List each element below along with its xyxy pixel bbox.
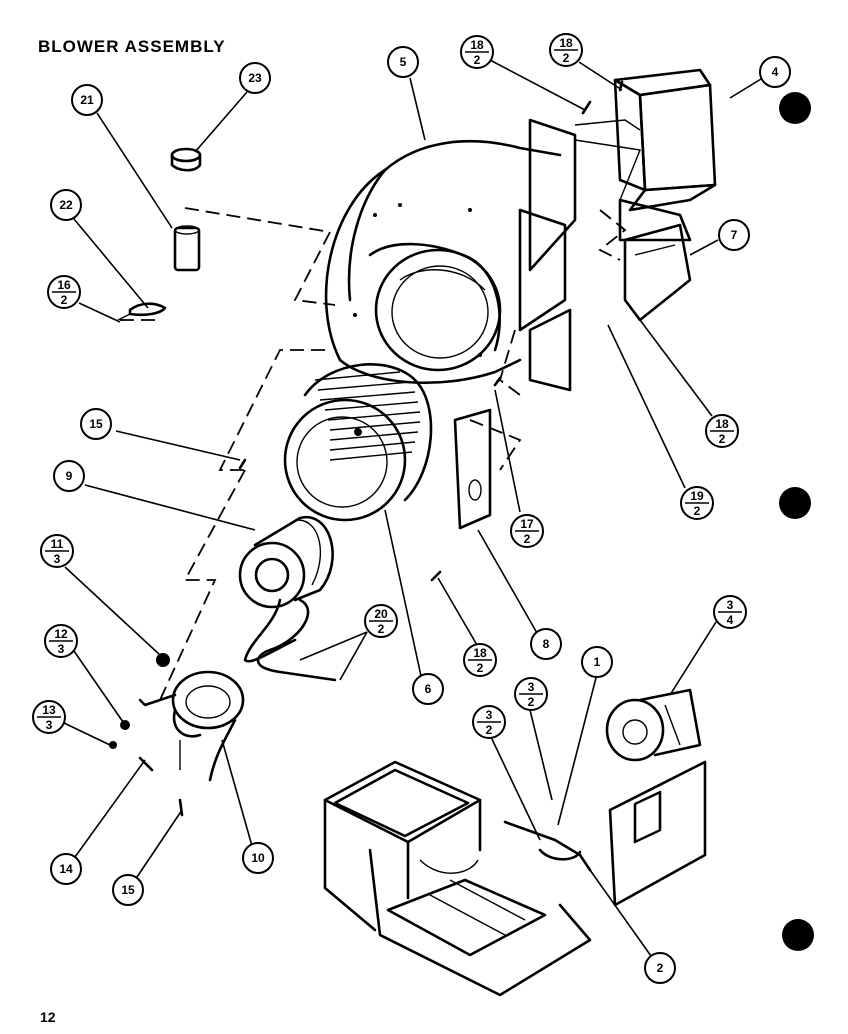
control-panel <box>503 760 707 907</box>
callout-17-2: 172 <box>510 514 544 548</box>
blower-wheel <box>283 363 433 522</box>
callout-23: 23 <box>239 62 271 94</box>
svg-text:2: 2 <box>474 53 481 67</box>
callout-22: 22 <box>50 189 82 221</box>
callout-1: 1 <box>581 646 613 678</box>
cabinet-base <box>323 760 592 997</box>
svg-text:18: 18 <box>715 417 729 431</box>
blower-motor <box>238 515 334 663</box>
callout-9: 9 <box>53 460 85 492</box>
svg-text:2: 2 <box>524 532 531 546</box>
svg-text:9: 9 <box>66 469 73 483</box>
svg-text:13: 13 <box>42 703 56 717</box>
svg-text:22: 22 <box>59 198 73 212</box>
callout-7: 7 <box>718 219 750 251</box>
callout-5: 5 <box>387 46 419 78</box>
callout-13-3: 133 <box>32 700 66 734</box>
callout-18-2-c: 182 <box>705 414 739 448</box>
svg-text:18: 18 <box>470 38 484 52</box>
callout-3-2-b: 32 <box>472 705 506 739</box>
binder-hole-middle <box>779 487 811 519</box>
callout-16-2: 162 <box>47 275 81 309</box>
callout-3-4: 34 <box>713 595 747 629</box>
callout-14: 14 <box>50 853 82 885</box>
page-number: 12 <box>40 1009 56 1025</box>
callout-3-2-a: 32 <box>514 677 548 711</box>
svg-text:3: 3 <box>54 552 61 566</box>
callout-20-2: 202 <box>364 604 398 638</box>
svg-text:2: 2 <box>61 293 68 307</box>
binder-hole-top <box>779 92 811 124</box>
svg-text:2: 2 <box>657 961 664 975</box>
svg-text:20: 20 <box>374 607 388 621</box>
callout-6: 6 <box>412 673 444 705</box>
blower-housing <box>324 140 562 385</box>
binder-hole-bottom <box>782 919 814 951</box>
svg-text:2: 2 <box>528 695 535 709</box>
capacitor-assembly <box>117 147 202 321</box>
svg-text:15: 15 <box>121 883 135 897</box>
callout-10: 10 <box>242 842 274 874</box>
callout-2: 2 <box>644 952 676 984</box>
small-blower <box>605 688 702 762</box>
svg-text:19: 19 <box>690 489 704 503</box>
svg-text:7: 7 <box>731 228 738 242</box>
svg-text:2: 2 <box>719 432 726 446</box>
svg-text:18: 18 <box>473 646 487 660</box>
svg-text:2: 2 <box>477 661 484 675</box>
svg-text:8: 8 <box>543 637 550 651</box>
callout-11-3: 113 <box>40 534 74 568</box>
motor-mount <box>138 670 245 782</box>
svg-text:3: 3 <box>727 598 734 612</box>
svg-text:15: 15 <box>89 417 103 431</box>
cutoff-plate <box>453 408 492 530</box>
callout-18-2-d: 182 <box>463 643 497 677</box>
svg-text:2: 2 <box>378 622 385 636</box>
svg-text:18: 18 <box>559 36 573 50</box>
svg-text:14: 14 <box>59 862 73 876</box>
svg-text:2: 2 <box>486 723 493 737</box>
svg-text:3: 3 <box>486 708 493 722</box>
side-bracket <box>623 223 692 322</box>
svg-text:12: 12 <box>54 627 68 641</box>
housing-outlet-panels <box>518 118 641 392</box>
svg-text:10: 10 <box>251 851 265 865</box>
svg-text:6: 6 <box>425 682 432 696</box>
callout-18-2-b: 182 <box>549 33 583 67</box>
svg-text:2: 2 <box>694 504 701 518</box>
svg-text:3: 3 <box>46 718 53 732</box>
svg-text:3: 3 <box>528 680 535 694</box>
svg-text:3: 3 <box>58 642 65 656</box>
callout-4: 4 <box>759 56 791 88</box>
leader-lines <box>63 59 762 957</box>
svg-text:2: 2 <box>563 51 570 65</box>
svg-text:4: 4 <box>772 65 779 79</box>
svg-text:17: 17 <box>520 517 534 531</box>
motor-wiring <box>256 598 337 682</box>
svg-text:23: 23 <box>248 71 262 85</box>
callout-19-2: 192 <box>680 486 714 520</box>
svg-text:21: 21 <box>80 93 94 107</box>
svg-text:11: 11 <box>51 537 64 551</box>
svg-text:16: 16 <box>57 278 71 292</box>
callout-8: 8 <box>530 628 562 660</box>
diagram-title: BLOWER ASSEMBLY <box>38 37 226 56</box>
svg-text:5: 5 <box>400 55 407 69</box>
callout-18-2-a: 182 <box>460 35 494 69</box>
mounting-bracket <box>613 68 717 242</box>
callout-12-3: 123 <box>44 624 78 658</box>
callout-15-b: 15 <box>112 874 144 906</box>
callout-21: 21 <box>71 84 103 116</box>
svg-text:1: 1 <box>594 655 601 669</box>
callout-15: 15 <box>80 408 112 440</box>
svg-text:4: 4 <box>727 613 734 627</box>
